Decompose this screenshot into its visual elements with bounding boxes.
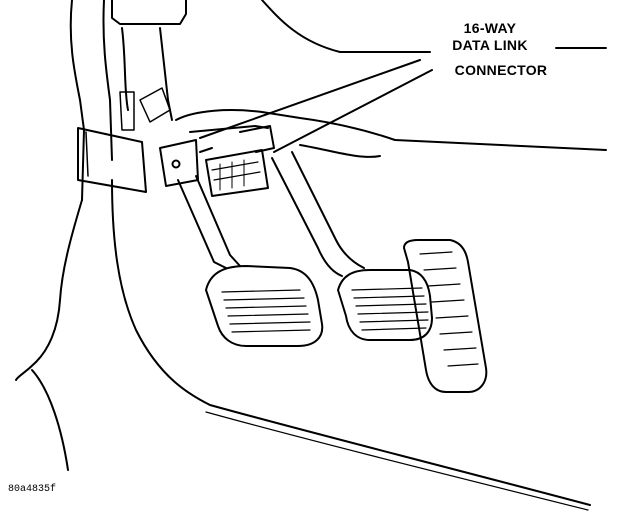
floor-line	[205, 404, 591, 511]
door-strap	[77, 87, 171, 193]
data-link-connector	[159, 125, 275, 197]
brake-pedal	[177, 175, 324, 347]
callout-line-1: 16-WAY	[463, 20, 517, 36]
accelerator-pedal	[271, 151, 488, 393]
callout-line-3: CONNECTOR	[454, 62, 548, 78]
kick-panel	[15, 0, 211, 471]
figure-reference-code: 80a4835f	[8, 484, 57, 495]
callout-line-2: DATA LINK	[452, 37, 528, 53]
callout-leaders	[199, 47, 607, 153]
dashboard-panel	[111, 0, 607, 158]
